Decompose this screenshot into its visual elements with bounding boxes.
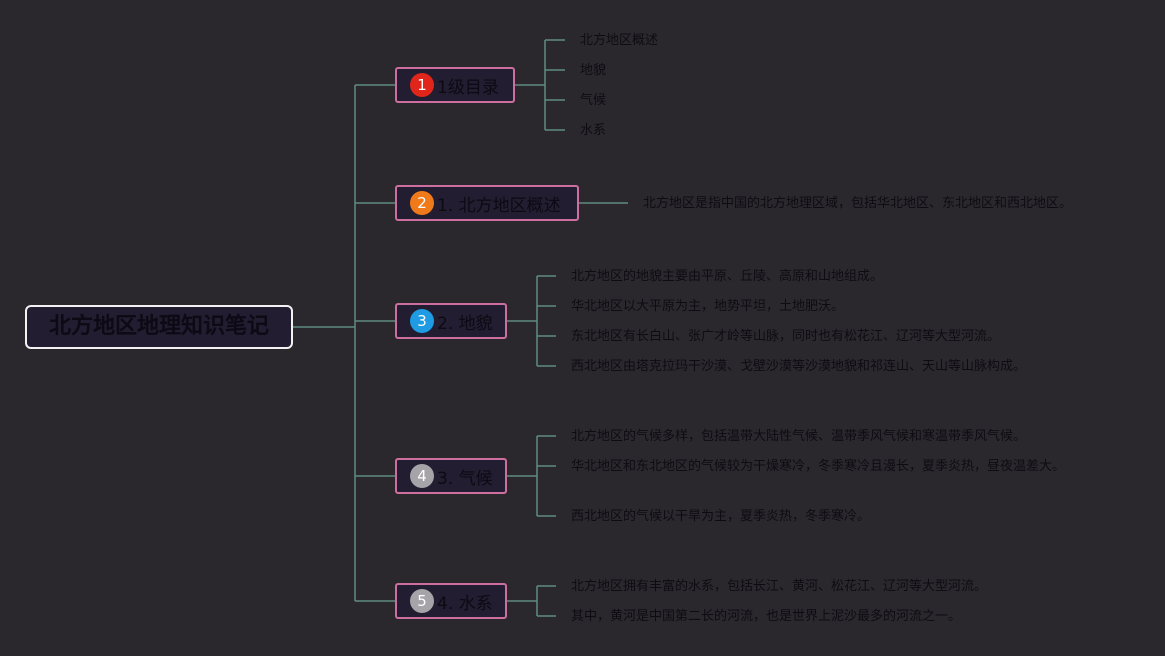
leaf-climate-northwest[interactable]: 西北地区的气候以干旱为主，夏季炎热，冬季寒冷。 [571, 509, 871, 524]
leaf-toc-landform[interactable]: 地貌 [580, 63, 607, 78]
root-topic[interactable]: 北方地区地理知识笔记 [25, 305, 293, 349]
topic-water-system[interactable]: 5 4. 水系 [395, 583, 507, 619]
number-badge-1: 1 [410, 73, 434, 97]
number-badge-4: 4 [410, 464, 434, 488]
topic-toc[interactable]: 1 1级目录 [395, 67, 515, 103]
topic-label: 1级目录 [437, 77, 499, 98]
number-badge-5: 5 [410, 589, 434, 613]
leaf-overview-definition[interactable]: 北方地区是指中国的北方地理区域，包括华北地区、东北地区和西北地区。 [643, 196, 1073, 211]
leaf-toc-climate[interactable]: 气候 [580, 93, 607, 108]
leaf-water-yellow-river[interactable]: 其中，黄河是中国第二长的河流，也是世界上泥沙最多的河流之一。 [571, 609, 962, 624]
number-badge-2: 2 [410, 191, 434, 215]
topic-label: 3. 气候 [437, 468, 493, 489]
leaf-water-general[interactable]: 北方地区拥有丰富的水系，包括长江、黄河、松花江、辽河等大型河流。 [571, 579, 988, 594]
leaf-toc-water[interactable]: 水系 [580, 123, 607, 138]
leaf-climate-general[interactable]: 北方地区的气候多样，包括温带大陆性气候、温带季风气候和寒温带季风气候。 [571, 429, 1027, 444]
topic-climate[interactable]: 4 3. 气候 [395, 458, 507, 494]
leaf-landform-general[interactable]: 北方地区的地貌主要由平原、丘陵、高原和山地组成。 [571, 269, 884, 284]
topic-landform[interactable]: 3 2. 地貌 [395, 303, 507, 339]
leaf-climate-north-northeast[interactable]: 华北地区和东北地区的气候较为干燥寒冷，冬季寒冷且漫长，夏季炎热，昼夜温差大。 [571, 459, 1066, 474]
leaf-landform-northeast[interactable]: 东北地区有长白山、张广才岭等山脉，同时也有松花江、辽河等大型河流。 [571, 329, 1001, 344]
leaf-toc-overview[interactable]: 北方地区概述 [580, 33, 659, 48]
topic-label: 1. 北方地区概述 [437, 195, 561, 216]
topic-label: 4. 水系 [437, 593, 493, 614]
topic-label: 2. 地貌 [437, 313, 493, 334]
topic-overview[interactable]: 2 1. 北方地区概述 [395, 185, 579, 221]
leaf-landform-northwest[interactable]: 西北地区由塔克拉玛干沙漠、戈壁沙漠等沙漠地貌和祁连山、天山等山脉构成。 [571, 359, 1027, 374]
leaf-landform-north-china[interactable]: 华北地区以大平原为主，地势平坦，土地肥沃。 [571, 299, 845, 314]
number-badge-3: 3 [410, 309, 434, 333]
